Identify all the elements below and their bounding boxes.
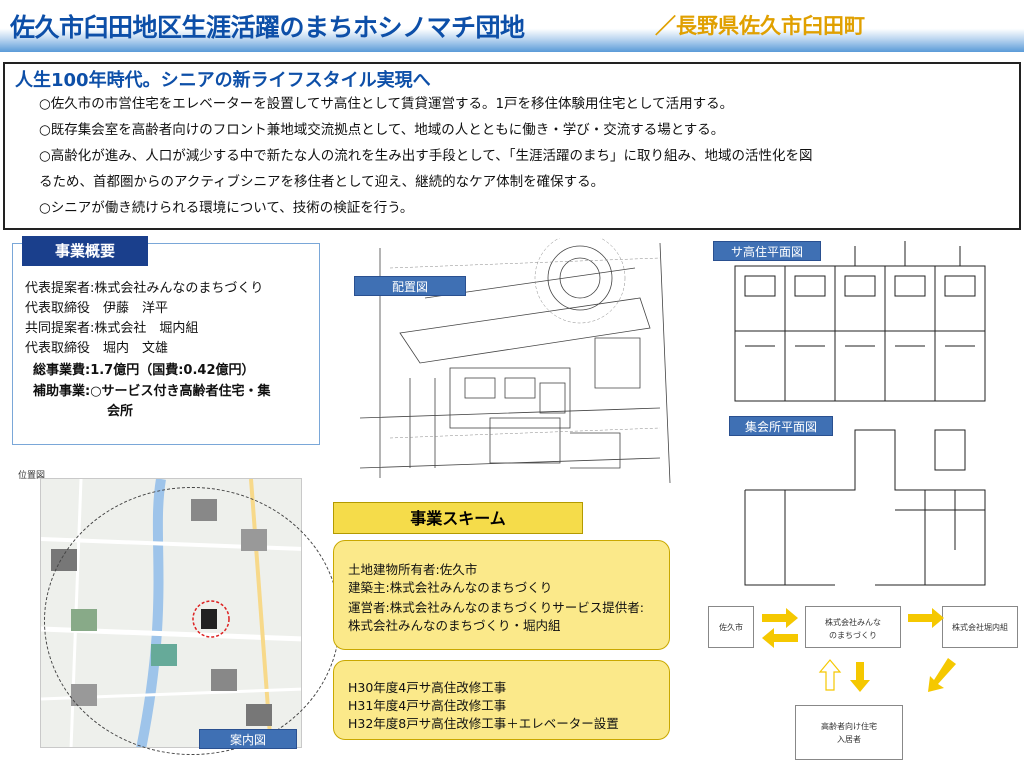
map-caption: 位置図 — [18, 471, 46, 481]
site-plan-label: 配置図 — [354, 276, 466, 296]
site-plan-sketch — [359, 232, 671, 484]
arrow-right-icon — [762, 608, 798, 628]
scheme-schedule-line: H31年度4戸サ高住改修工事 — [348, 698, 507, 713]
housing-plan-sketch — [734, 241, 986, 402]
overview-subsidy: 補助事業:○サービス付き高齢者住宅・集 — [33, 384, 271, 399]
flow-residents-box: 高齢者向け住宅 入居者 — [795, 705, 903, 760]
housing-plan-drawing — [705, 236, 995, 408]
map-label: 案内図 — [199, 729, 297, 749]
intro-box: 人生100年時代。シニアの新ライフスタイル実現へ ○佐久市の市営住宅をエレベータ… — [3, 62, 1021, 230]
intro-line: るため、首都圏からのアクティブシニアを移住者として迎え、継続的なケア体制を確保す… — [39, 174, 605, 190]
arrow-diagonal-icon — [928, 658, 956, 692]
scheme-role-line: 土地建物所有者:佐久市 — [348, 562, 478, 577]
location-subtitle: ／長野県佐久市臼田町 — [655, 14, 865, 38]
arrow-up-icon — [818, 659, 842, 691]
overview-label: 事業概要 — [22, 236, 148, 266]
scheme-schedule-box: H30年度4戸サ高住改修工事 H31年度4戸サ高住改修工事 H32年度8戸サ高住… — [333, 660, 670, 740]
flow-city-box: 佐久市 — [708, 606, 754, 648]
intro-line: ○既存集会室を高齢者向けのフロント兼地域交流拠点として、地域の人とともに働き・学… — [39, 122, 725, 138]
scheme-label: 事業スキーム — [333, 502, 583, 534]
hall-plan-sketch — [744, 429, 986, 586]
overview-box: 代表提案者:株式会社みんなのまちづくり 代表取締役 伊藤 洋平 共同提案者:株式… — [12, 243, 320, 445]
intro-heading: 人生100年時代。シニアの新ライフスタイル実現へ — [15, 70, 431, 91]
flow-arrows — [762, 608, 956, 692]
scheme-role-line: 運営者:株式会社みんなのまちづくりサービス提供者: — [348, 600, 644, 615]
scheme-schedule-line: H30年度4戸サ高住改修工事 — [348, 680, 507, 695]
flow-company-box: 株式会社みんな のまちづくり — [805, 606, 901, 648]
flow-partner-box: 株式会社堀内組 — [942, 606, 1018, 648]
scheme-role-line: 株式会社みんなのまちづくり・堀内組 — [348, 618, 561, 633]
scheme-role-line: 建築主:株式会社みんなのまちづくり — [348, 580, 553, 595]
intro-line: ○佐久市の市営住宅をエレベーターを設置してサ高住として賃貸運営する。1戸を移住体… — [39, 96, 734, 112]
overview-line: 共同提案者:株式会社 堀内組 — [25, 321, 199, 336]
housing-plan-label: サ高住平面図 — [713, 241, 821, 261]
overview-line: 代表取締役 伊藤 洋平 — [25, 301, 169, 316]
overview-cost: 総事業費:1.7億円（国費:0.42億円） — [33, 363, 255, 378]
arrow-down-icon — [850, 662, 870, 692]
intro-line: ○高齢化が進み、人口が減少する中で新たな人の流れを生み出す手段として、「生涯活躍… — [39, 148, 813, 164]
page-title: 佐久市臼田地区生涯活躍のまちホシノマチ団地 — [10, 13, 525, 42]
scheme-roles-box: 土地建物所有者:佐久市 建築主:株式会社みんなのまちづくり 運営者:株式会社みん… — [333, 540, 670, 650]
overview-line: 代表取締役 堀内 文雄 — [25, 341, 169, 356]
intro-line: ○シニアが働き続けられる環境について、技術の検証を行う。 — [39, 200, 414, 216]
arrow-right-icon — [908, 608, 944, 628]
hall-plan-label: 集会所平面図 — [729, 416, 833, 436]
arrow-left-icon — [762, 628, 798, 648]
overview-subsidy-cont: 会所 — [107, 404, 134, 419]
map-radius-circle — [44, 487, 340, 755]
header-bar — [0, 0, 1024, 52]
scheme-schedule-line: H32年度8戸サ高住改修工事＋エレベーター設置 — [348, 716, 619, 731]
hall-plan-drawing — [725, 410, 1010, 590]
overview-line: 代表提案者:株式会社みんなのまちづくり — [25, 281, 264, 296]
